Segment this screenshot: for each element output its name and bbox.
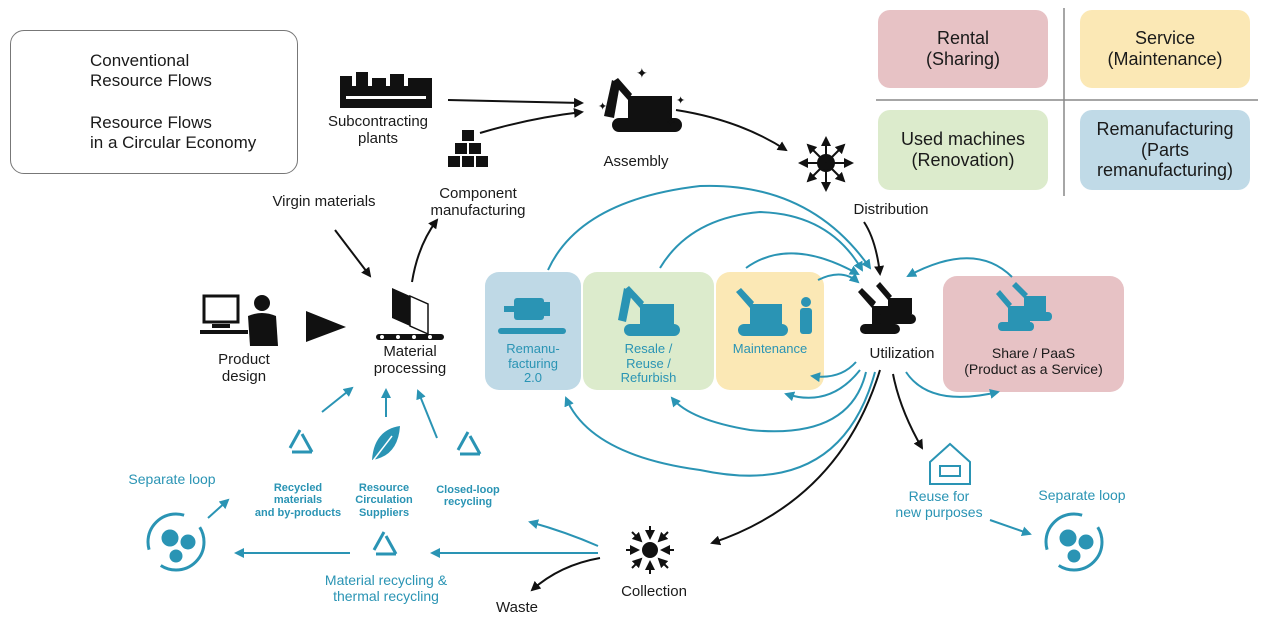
excavator-fleet-icon	[858, 282, 916, 334]
svg-text:✦: ✦	[676, 95, 685, 107]
label-utilization: Utilization	[869, 345, 935, 362]
recycle-icon	[288, 429, 482, 556]
label-closed-loop-recycling: Closed-loop recycling	[436, 484, 500, 509]
label-material-recycling: Material recycling & thermal recycling	[324, 572, 448, 604]
label-distribution: Distribution	[853, 201, 929, 218]
legend	[10, 30, 298, 174]
label-virgin-materials: Virgin materials	[272, 193, 376, 210]
label-component-manufacturing: Component manufacturing	[430, 185, 526, 219]
material-processing-icon	[376, 288, 444, 340]
label-collection: Collection	[621, 583, 687, 600]
svg-text:✦: ✦	[598, 101, 607, 113]
label-separate-loop-right: Separate loop	[1038, 487, 1126, 503]
share-fleet-icon	[996, 282, 1052, 331]
label-product-design: Product design	[218, 351, 270, 385]
label-maintenance: Maintenance	[732, 341, 808, 356]
label-resale-reuse-refurbish: Resale / Reuse / Refurbish	[620, 341, 677, 386]
category-rental: Rental (Sharing)	[878, 10, 1048, 88]
svg-text:✦: ✦	[666, 117, 675, 129]
excavator-icon: ✦ ✦ ✦ ✦	[598, 65, 685, 132]
label-waste: Waste	[496, 599, 538, 616]
label-assembly: Assembly	[603, 153, 669, 170]
category-service: Service (Maintenance)	[1080, 10, 1250, 88]
category-remanufacturing: Remanufacturing (Parts remanufacturing)	[1080, 110, 1250, 190]
panel-share-bg	[943, 276, 1124, 392]
label-remanufacturing-2: Remanu- facturing 2.0	[506, 341, 560, 386]
gears-loop-icon	[146, 512, 1104, 572]
label-subcontracting: Subcontracting plants	[327, 113, 429, 147]
svg-text:✦: ✦	[636, 65, 648, 81]
label-resource-circulation: Resource Circulation Suppliers	[355, 482, 413, 519]
maintenance-excavator-icon	[736, 288, 812, 336]
boxes-icon	[448, 130, 488, 167]
category-used-machines: Used machines (Renovation)	[878, 110, 1048, 190]
circular-flows	[207, 184, 1032, 558]
resale-excavator-icon	[618, 286, 680, 336]
label-recycled-materials: Recycled materials and by-products	[254, 482, 342, 519]
legend-circular-label: Resource Flows in a Circular Economy	[90, 113, 257, 152]
label-reuse-new-purposes: Reuse for new purposes	[895, 488, 983, 520]
legend-conventional-label: Conventional Resource Flows	[90, 51, 212, 90]
conventional-flows	[334, 97, 924, 592]
designer-icon	[200, 294, 278, 346]
leaf-icon	[371, 426, 400, 463]
distribution-star-icon	[798, 136, 854, 192]
label-material-processing: Material processing	[373, 343, 447, 377]
collection-burst-icon	[626, 526, 674, 574]
motor-icon	[498, 298, 566, 334]
factory-icon	[340, 72, 432, 108]
design-to-material-arrowhead	[306, 311, 346, 342]
label-share-paas: Share / PaaS (Product as a Service)	[964, 345, 1103, 377]
label-separate-loop-left: Separate loop	[128, 471, 216, 487]
house-battery-icon	[929, 442, 971, 485]
